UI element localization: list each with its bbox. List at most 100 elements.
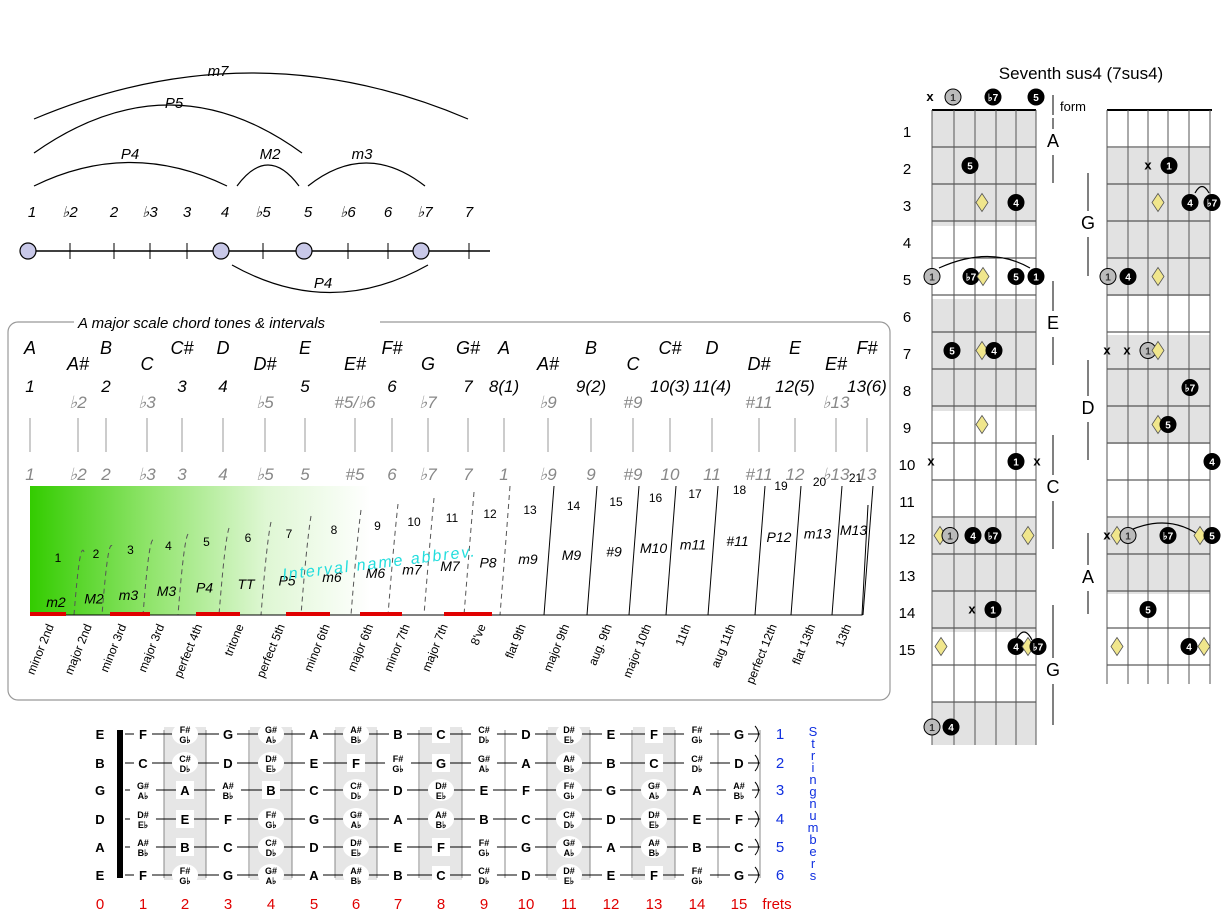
chord-dot-label: 1 xyxy=(1105,273,1111,284)
string-number: 4 xyxy=(776,811,784,828)
arc-m3 xyxy=(307,162,426,187)
fret-number: 5 xyxy=(310,896,318,913)
fret-note: G xyxy=(223,727,233,742)
note-bg xyxy=(432,725,450,743)
scale-degree: 4 xyxy=(218,377,227,396)
interval-divider xyxy=(350,509,362,616)
open-string-note: A xyxy=(95,840,105,855)
interval-abbrev: P4 xyxy=(196,580,213,596)
interval-divider xyxy=(543,485,555,616)
fret-note: B xyxy=(692,840,701,855)
note-name: E xyxy=(299,338,312,358)
fret-note-flat: A♭ xyxy=(479,764,490,774)
interval-divider xyxy=(862,485,874,616)
scale-degree: #9 xyxy=(624,393,643,412)
arc-label-m3: m3 xyxy=(352,146,373,163)
note-bg xyxy=(730,754,748,772)
note-name: G# xyxy=(456,338,481,358)
chart-fret-number: 8 xyxy=(903,383,911,400)
string-number: 2 xyxy=(776,755,784,772)
note-name: A xyxy=(497,338,510,358)
fret-note-sharp: F# xyxy=(692,725,703,735)
scale-degree-lower: 3 xyxy=(177,465,187,484)
note-bg xyxy=(726,779,752,801)
fret-number: 1 xyxy=(139,896,147,913)
semitone-count: 7 xyxy=(286,527,293,541)
fret-note-flat: A♭ xyxy=(564,848,575,858)
root-node xyxy=(212,242,230,260)
fret-number: 8 xyxy=(437,896,445,913)
root-node xyxy=(19,242,37,260)
note-bg xyxy=(258,864,284,886)
note-bg xyxy=(215,779,241,801)
fret-note-flat: A♭ xyxy=(266,735,277,745)
note-bg xyxy=(517,781,535,799)
scale-panel: A major scale chord tones & intervals AA… xyxy=(7,314,891,701)
interval-abbrev: M3 xyxy=(157,583,177,599)
scale-panel-title-bg xyxy=(74,314,380,330)
chord-dot xyxy=(984,601,1002,618)
form-letter: A xyxy=(1082,567,1094,587)
note-bg xyxy=(602,725,620,743)
interval-abbrev: m9 xyxy=(518,551,538,567)
fret-note-sharp: D# xyxy=(435,781,447,791)
note-bg xyxy=(602,781,620,799)
chord-dot-label: ♭7 xyxy=(1163,532,1174,543)
semitone-count: 8 xyxy=(331,523,338,537)
scale-degree-lower: 1 xyxy=(499,465,508,484)
interval-divider xyxy=(707,485,719,616)
interval-divider xyxy=(754,485,766,616)
chord-dot xyxy=(1007,453,1025,470)
diamond-marker xyxy=(1151,192,1165,213)
fret-note: F xyxy=(650,727,658,742)
diamond-marker xyxy=(976,266,990,287)
arc-m2 xyxy=(236,164,300,187)
semitone-count: 19 xyxy=(774,479,788,493)
interval-abbrev: #11 xyxy=(726,533,748,549)
scale-degree: 12(5) xyxy=(775,377,815,396)
fret-number: 12 xyxy=(603,896,620,913)
chord-dot xyxy=(1203,453,1221,470)
fret-note: B xyxy=(393,868,402,883)
mute-x: x xyxy=(927,454,935,469)
degree-label: 2 xyxy=(109,204,119,221)
note-name: C xyxy=(141,354,155,374)
note-bg xyxy=(688,838,706,856)
note-name: D xyxy=(217,338,230,358)
barre-arc xyxy=(938,255,1031,269)
chord-dot-label: ♭7 xyxy=(1207,199,1218,210)
fret-note-flat: B♭ xyxy=(351,876,362,886)
interval-divider xyxy=(218,527,230,616)
note-bg xyxy=(347,754,365,772)
chord-dot-label: 1 xyxy=(950,93,956,104)
note-bg xyxy=(641,836,667,858)
note-name: C# xyxy=(170,338,194,358)
fret-note: C xyxy=(436,727,446,742)
fret-note: G xyxy=(521,840,531,855)
nut xyxy=(117,730,123,878)
chord-dot xyxy=(942,718,960,736)
note-bg xyxy=(517,838,535,856)
chord-dot-label: 5 xyxy=(1209,532,1215,543)
scale-degree-lower: 11 xyxy=(703,465,721,484)
note-bg xyxy=(730,725,748,743)
semitone-count: 11 xyxy=(446,511,459,525)
chord-dot xyxy=(1119,268,1137,285)
arc-label-p4: P4 xyxy=(121,146,139,163)
scale-degree-lower: 12 xyxy=(786,465,805,484)
fret-note-sharp: D# xyxy=(350,838,362,848)
arc-m7 xyxy=(33,72,469,120)
interval-abbrev: m2 xyxy=(46,594,66,610)
note-bg xyxy=(262,781,280,799)
fret-note: F xyxy=(352,756,360,771)
interval-abbrev: #9 xyxy=(606,544,622,560)
fret-note: D xyxy=(521,727,530,742)
interval-abbrev: m3 xyxy=(119,587,139,603)
fret-note-sharp: D# xyxy=(563,725,575,735)
note-bg xyxy=(219,754,237,772)
chord-dot-label: ♭7 xyxy=(988,93,999,104)
interval-divider xyxy=(586,485,598,616)
fret-note: F xyxy=(650,868,658,883)
note-bg xyxy=(130,779,156,801)
